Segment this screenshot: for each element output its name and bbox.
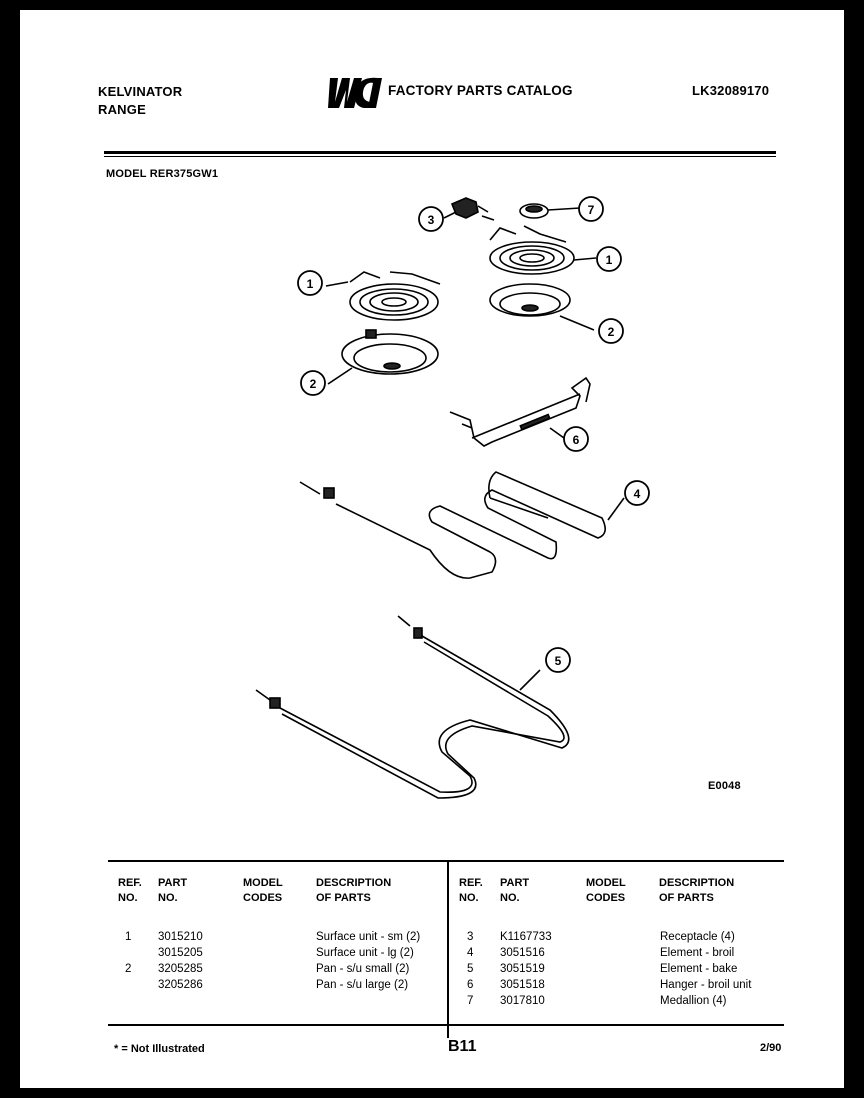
callout-4-label: 4 (634, 487, 641, 501)
table-bottom-rule (108, 1024, 784, 1026)
callout-7-label: 7 (588, 203, 595, 217)
pan-right (489, 283, 595, 331)
receptacle-drawing (443, 197, 495, 221)
wci-logo (324, 76, 384, 110)
callout-3 (418, 206, 444, 232)
model-label: MODEL RER375GW1 (106, 168, 219, 180)
page-number: B11 (448, 1038, 477, 1055)
brand-name: KELVINATOR (98, 84, 183, 99)
callout-1-right-label: 1 (606, 253, 613, 267)
product-name: RANGE (98, 102, 146, 117)
callout-5 (545, 647, 571, 673)
catalog-number: LK32089170 (692, 83, 770, 98)
callout-3-label: 3 (428, 213, 435, 227)
diagram-code: E0048 (708, 780, 741, 792)
broil-hanger (449, 376, 591, 447)
pan-left (327, 329, 439, 385)
left-ref-header: REF.NO. (118, 877, 142, 904)
callout-4 (624, 480, 650, 506)
header-rule-thin (104, 156, 776, 157)
surface-unit-left (325, 271, 441, 321)
broil-element-drawing (299, 471, 625, 579)
callout-7 (578, 196, 604, 222)
right-ref-header: REF.NO. (459, 877, 483, 904)
parts-diagram: 3 7 1 1 2 2 6 4 5 (255, 196, 650, 799)
catalog-page: KELVINATOR RANGE FACTORY PARTS CATALOG L… (20, 10, 844, 1088)
callout-2-right (598, 318, 624, 344)
header-rule (104, 151, 776, 154)
callout-6-label: 6 (573, 433, 580, 447)
table-divider (447, 860, 449, 1038)
catalog-title: FACTORY PARTS CATALOG (388, 83, 573, 98)
callout-2-left (300, 370, 326, 396)
callout-1-left-label: 1 (307, 277, 314, 291)
callout-6 (563, 426, 589, 452)
callout-1-right (596, 246, 622, 272)
callout-1-left (297, 270, 323, 296)
callout-2-right-label: 2 (608, 325, 615, 339)
callout-2-left-label: 2 (310, 377, 317, 391)
revision-date: 2/90 (760, 1042, 782, 1054)
not-illustrated-note: * = Not Illustrated (114, 1043, 205, 1055)
bake-element-drawing (255, 615, 570, 799)
callout-5-label: 5 (555, 654, 562, 668)
surface-unit-right (489, 225, 597, 275)
table-top-rule (108, 860, 784, 862)
